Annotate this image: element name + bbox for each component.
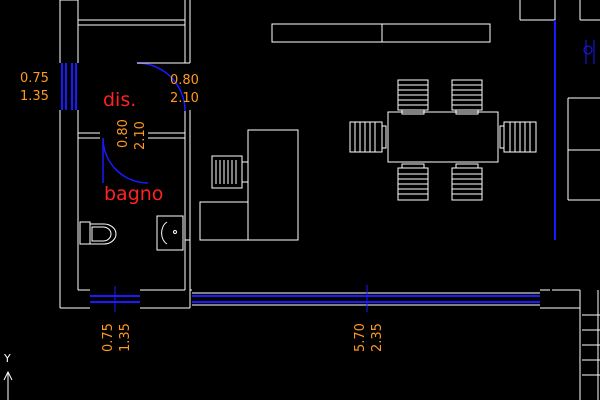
- wall-top-left: [59, 0, 79, 63]
- wall-corridor: [184, 0, 191, 241]
- window-main-bottom: [192, 295, 540, 303]
- window-right-marker: [583, 45, 593, 55]
- desk-set: [199, 129, 299, 241]
- bathroom-fixtures: [79, 215, 184, 251]
- wall-bath-top: [78, 132, 185, 139]
- dim-door-bath-height: 2.10: [133, 121, 148, 150]
- dim-window-bath-width: 0.75: [101, 323, 116, 352]
- windows: [61, 20, 595, 312]
- ucs-icon: Y: [3, 352, 13, 400]
- side-cabinet: [199, 201, 249, 241]
- chair-top-2-icon: [451, 79, 483, 115]
- chair-top-1-icon: [397, 79, 429, 115]
- dim-window-left-width: 0.75: [20, 71, 49, 86]
- dining-set: [349, 79, 537, 201]
- dining-table: [387, 111, 499, 163]
- dim-door-bath-width: 0.80: [116, 119, 131, 148]
- window-right-ticks: [585, 40, 595, 64]
- door-closet-swing: [136, 62, 186, 112]
- wall-bath-bottom: [78, 240, 191, 309]
- ucs-y-label: Y: [3, 352, 11, 365]
- dim-window-left-height: 1.35: [20, 89, 49, 104]
- chair-left-icon: [349, 121, 387, 153]
- wall-cabinet: [271, 23, 491, 43]
- toilet-icon: [79, 221, 117, 245]
- wall-top-right-edge: [519, 0, 555, 21]
- wall-left-lower: [59, 110, 90, 309]
- dim-window-bath-height: 1.35: [118, 323, 133, 352]
- room-label-bathroom: bagno: [104, 183, 163, 205]
- walls: [59, 0, 600, 400]
- dim-door-closet-height: 2.10: [170, 91, 199, 106]
- desk: [247, 129, 299, 241]
- chair-right-icon: [499, 121, 537, 153]
- dim-door-closet-width: 0.80: [170, 73, 199, 88]
- dim-window-main-height: 2.35: [370, 323, 385, 352]
- dim-window-main-width: 5.70: [353, 323, 368, 352]
- kitchen-counter: [567, 97, 600, 201]
- chair-bottom-2-icon: [451, 163, 483, 201]
- doors: [102, 62, 186, 184]
- door-bath-swing: [102, 137, 149, 184]
- wall-closet-top: [78, 19, 185, 26]
- wall-main-bottom: [190, 289, 580, 309]
- office-chair-icon: [211, 155, 249, 189]
- dimensions: 0.75 1.35 0.80 2.10 0.80 2.10 0.75 1.35 …: [20, 71, 385, 352]
- window-main-sill: [192, 292, 540, 306]
- right-stair: [582, 314, 600, 376]
- chair-bottom-1-icon: [397, 163, 429, 201]
- sink-icon: [156, 215, 184, 251]
- window-left: [61, 63, 77, 110]
- room-label-closet: dis.: [103, 89, 136, 111]
